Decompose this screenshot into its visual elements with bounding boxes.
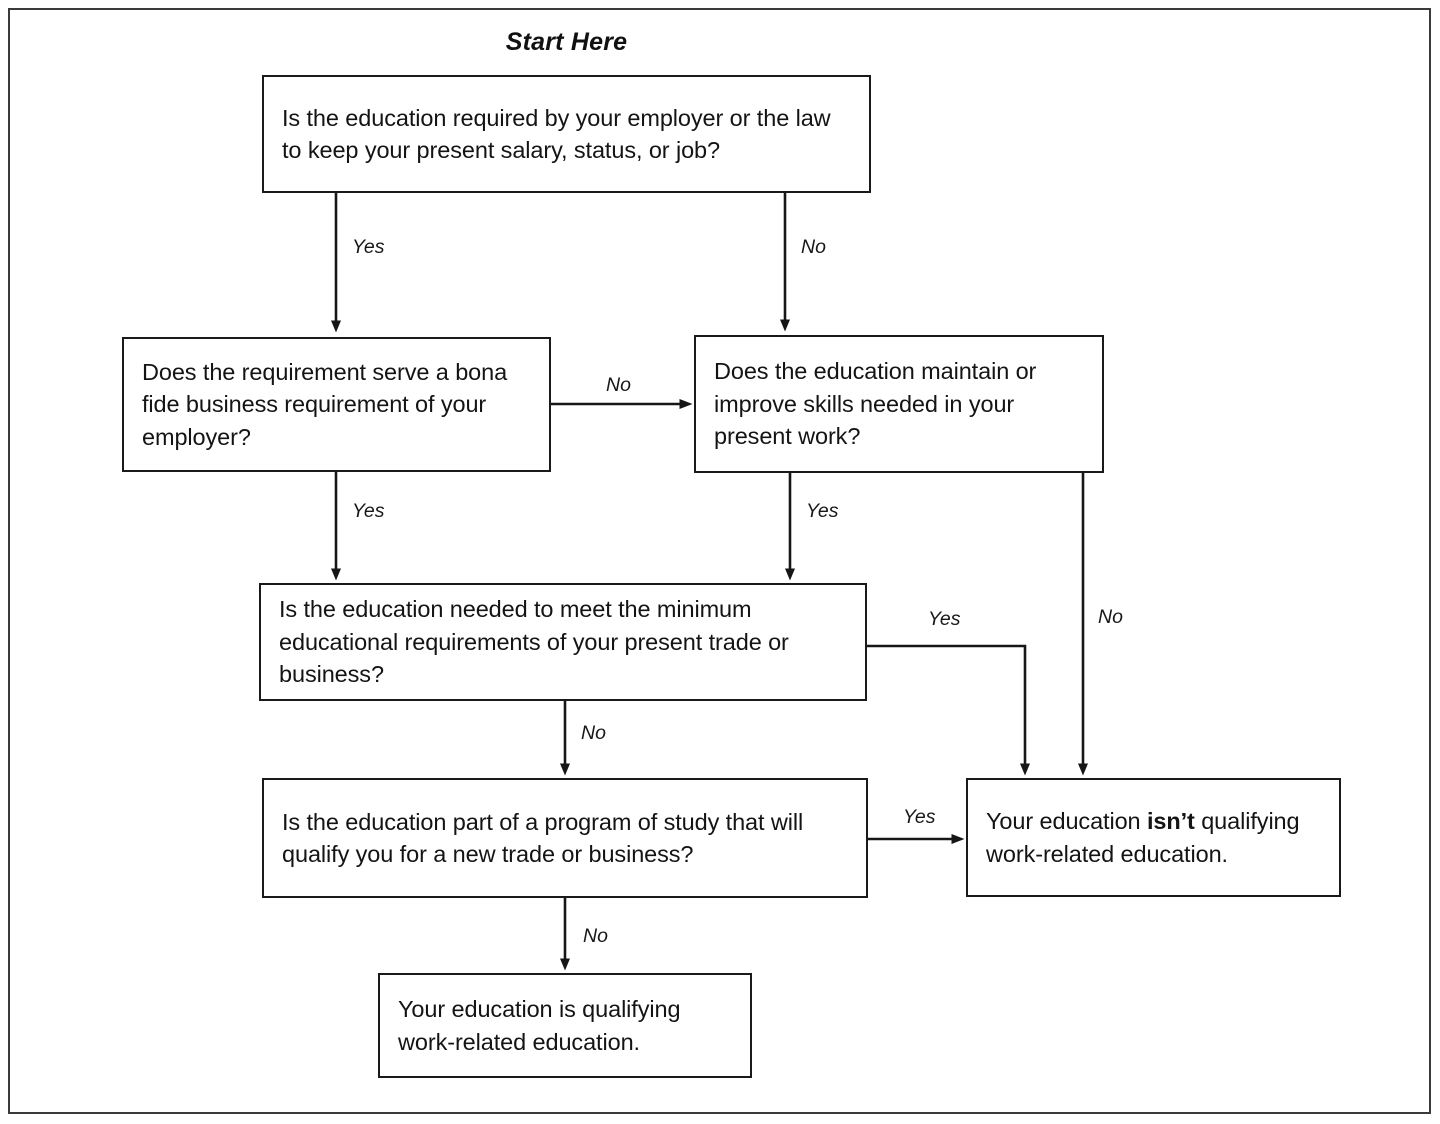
node-newtrade-text: Is the education part of a program of st… [282,808,804,867]
edge-label-bonafide-yes: Yes [352,500,385,522]
edge-label-maintain-no: No [1098,606,1123,628]
node-maintain-text: Does the education maintain or improve s… [714,358,1037,450]
not-qualifying-prefix: Your education [986,808,1147,835]
node-bonafide-text: Does the requirement serve a bona fide b… [142,358,508,450]
node-bona-fide-requirement: Does the requirement serve a bona fide b… [122,337,551,472]
edge-label-minimum-yes: Yes [928,608,961,630]
edge-label-required-no: No [801,236,826,258]
node-minimum-text: Is the education needed to meet the mini… [279,596,789,688]
node-not-qualifying-text: Your education isn’t qualifying work-rel… [986,805,1323,870]
page-title: Start Here [505,28,628,56]
node-education-required: Is the education required by your employ… [262,75,871,193]
node-outcome-qualifying: Your education is qualifying work-relate… [378,973,752,1078]
node-minimum-educational-requirements: Is the education needed to meet the mini… [259,583,867,701]
node-qualifying-text: Your education is qualifying work-relate… [398,996,681,1055]
node-new-trade-or-business: Is the education part of a program of st… [262,778,868,898]
edge-label-minimum-no: No [581,722,606,744]
edge-label-maintain-yes: Yes [806,500,839,522]
node-required-text: Is the education required by your employ… [282,104,831,163]
not-qualifying-suffix: qualifying work-related education. [986,808,1300,867]
edge-label-bonafide-no: No [606,374,631,396]
edge-label-newtrade-no: No [583,925,608,947]
node-outcome-not-qualifying: Your education isn’t qualifying work-rel… [966,778,1341,897]
edge-label-newtrade-yes: Yes [903,806,936,828]
edge-label-required-yes: Yes [352,236,385,258]
not-qualifying-emphasis: isn’t [1146,808,1195,835]
node-maintain-improve-skills: Does the education maintain or improve s… [694,335,1104,473]
